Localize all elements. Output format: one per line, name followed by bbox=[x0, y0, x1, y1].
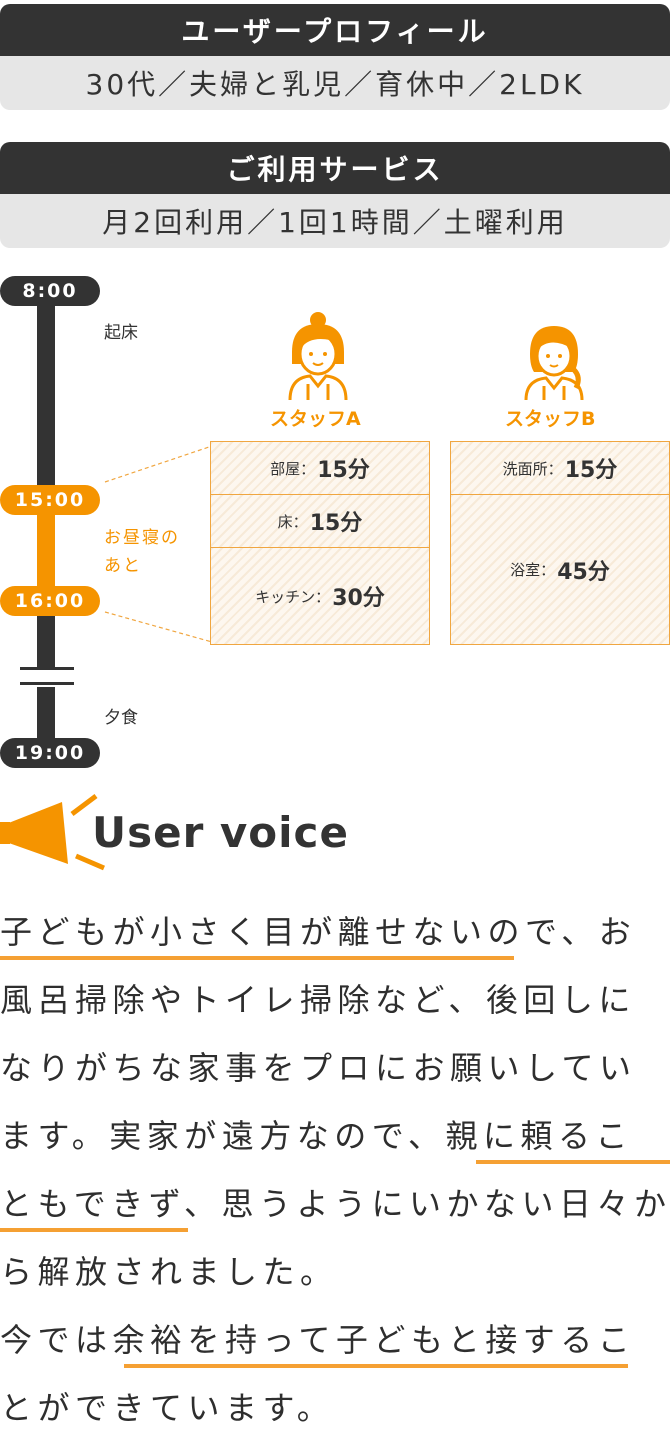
task-duration: 15分 bbox=[564, 458, 618, 483]
nap-note-line2: あと bbox=[104, 556, 142, 576]
staff-b-task-washroom: 洗面所：15分 bbox=[450, 441, 670, 495]
profile-header: ユーザープロフィール bbox=[0, 4, 670, 56]
staff-b-icon bbox=[524, 326, 584, 400]
task-name: 床： bbox=[277, 512, 308, 531]
voice-line-5: ともできず、思うようにいかない日々か bbox=[0, 1185, 670, 1223]
service-value: 月2回利用／1回1時間／土曜利用 bbox=[0, 194, 670, 248]
highlight-underline-2 bbox=[476, 1160, 670, 1164]
time-badge-16: 16:00 bbox=[0, 586, 100, 616]
voice-line-6: ら解放されました。 bbox=[0, 1253, 338, 1291]
user-voice-title: User voice bbox=[92, 808, 349, 857]
task-name: 浴室： bbox=[510, 561, 556, 579]
event-wake: 起床 bbox=[104, 323, 138, 343]
staff-a-name: スタッフA bbox=[270, 408, 361, 430]
staff-a-task-kitchen: キッチン：30分 bbox=[210, 547, 430, 645]
staff-a-task-floor: 床：15分 bbox=[210, 494, 430, 548]
staff-b-task-bathroom: 浴室：45分 bbox=[450, 494, 670, 645]
voice-line-7: 今では余裕を持って子どもと接するこ bbox=[0, 1321, 636, 1359]
voice-line-2: 風呂掃除やトイレ掃除など、後回しに bbox=[0, 981, 636, 1019]
time-badge-19: 19:00 bbox=[0, 738, 100, 768]
event-dinner: 夕食 bbox=[104, 708, 138, 728]
highlight-underline-1 bbox=[0, 956, 514, 960]
highlight-underline-3 bbox=[0, 1228, 188, 1232]
staff-b-name: スタッフB bbox=[505, 408, 596, 430]
task-duration: 30分 bbox=[332, 586, 385, 611]
staff-a-task-room: 部屋：15分 bbox=[210, 441, 430, 495]
timeline-bar-nap bbox=[37, 505, 55, 590]
timeline-bar-evening bbox=[37, 612, 55, 668]
timeline-bar-dinner bbox=[37, 687, 55, 749]
task-duration: 45分 bbox=[557, 559, 610, 585]
event-nap-note: お昼寝の あと bbox=[104, 524, 180, 580]
nap-note-line1: お昼寝の bbox=[104, 528, 180, 548]
service-header: ご利用サービス bbox=[0, 142, 670, 194]
timeline-break-bottom bbox=[20, 682, 74, 685]
megaphone-icon bbox=[0, 794, 105, 871]
task-name: 洗面所： bbox=[502, 459, 563, 478]
time-badge-15: 15:00 bbox=[0, 485, 100, 515]
task-name: 部屋： bbox=[270, 459, 316, 478]
task-duration: 15分 bbox=[317, 458, 370, 483]
staff-a-icon bbox=[288, 312, 348, 400]
voice-line-1: 子どもが小さく目が離せないので、お bbox=[0, 913, 637, 951]
task-name: キッチン： bbox=[255, 587, 331, 606]
task-duration: 15分 bbox=[309, 511, 363, 536]
timeline-bar-morning bbox=[37, 292, 55, 492]
voice-line-8: とができています。 bbox=[0, 1389, 335, 1427]
timeline-break-top bbox=[20, 667, 74, 670]
voice-line-3: なりがちな家事をプロにお願いしてい bbox=[0, 1049, 637, 1087]
time-badge-8: 8:00 bbox=[0, 276, 100, 306]
profile-value: 30代／夫婦と乳児／育休中／2LDK bbox=[0, 56, 670, 110]
highlight-underline-4 bbox=[124, 1364, 628, 1368]
connector-lines bbox=[104, 445, 213, 643]
voice-line-4: ます。実家が遠方なので、親に頼るこ bbox=[0, 1117, 634, 1155]
